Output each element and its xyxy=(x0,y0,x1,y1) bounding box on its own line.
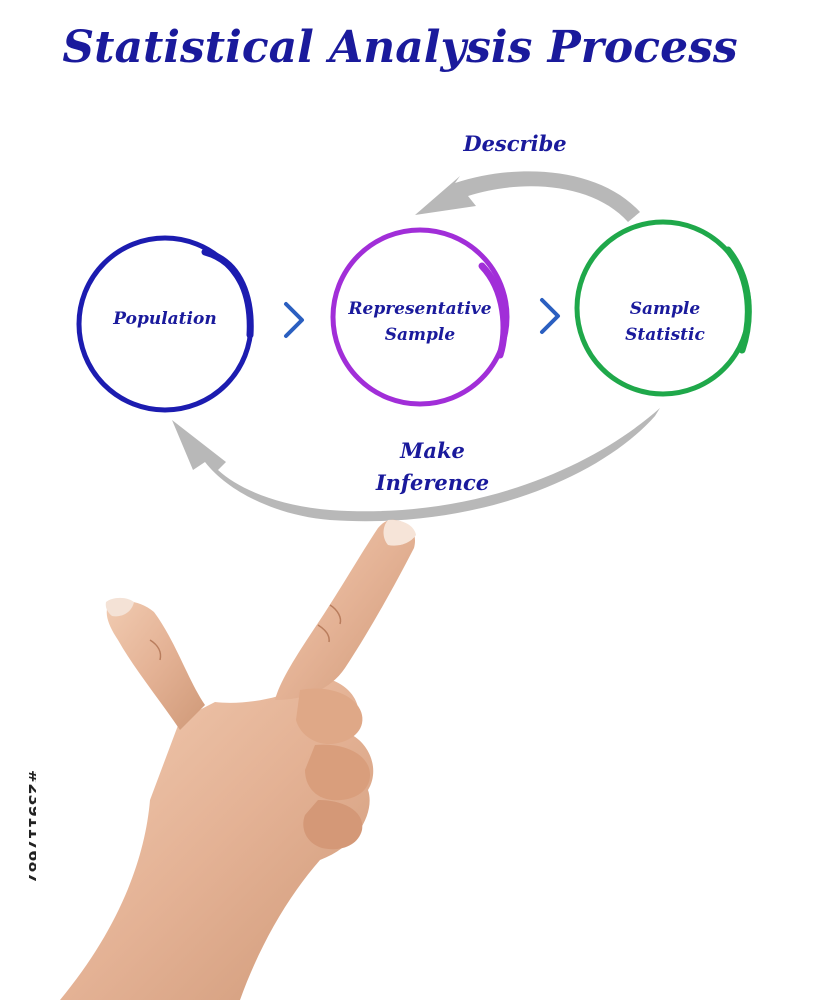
node-label-population: Population xyxy=(85,306,245,332)
describe-label: Describe xyxy=(463,131,567,156)
diagram-title: Statistical Analysis Process xyxy=(62,22,738,73)
node-representative-sample-circle xyxy=(330,227,510,407)
node-label-population-line1: Population xyxy=(113,309,217,329)
inference-label: Make Inference xyxy=(350,435,515,499)
stock-image-id: #239117687 xyxy=(25,770,36,884)
node-label-sample-statistic-line1: Sample xyxy=(629,299,701,319)
node-label-sample-statistic-line2: Statistic xyxy=(625,325,705,345)
chevron-right-icon xyxy=(284,302,304,338)
node-label-representative-sample-line1: Representative xyxy=(348,299,492,319)
node-label-sample-statistic: Sample Statistic xyxy=(590,296,740,348)
inference-label-line1: Make xyxy=(400,438,465,463)
inference-label-line2: Inference xyxy=(375,470,490,495)
describe-arrow xyxy=(415,171,640,222)
node-label-representative-sample: Representative Sample xyxy=(335,296,505,348)
node-label-representative-sample-line2: Sample xyxy=(384,325,456,345)
chevron-right-icon xyxy=(540,298,560,334)
pointing-hand xyxy=(60,519,416,1000)
stock-image-id-text: #239117687 xyxy=(25,770,36,884)
node-population-circle xyxy=(76,235,254,413)
node-sample-statistic-circle xyxy=(574,219,752,397)
